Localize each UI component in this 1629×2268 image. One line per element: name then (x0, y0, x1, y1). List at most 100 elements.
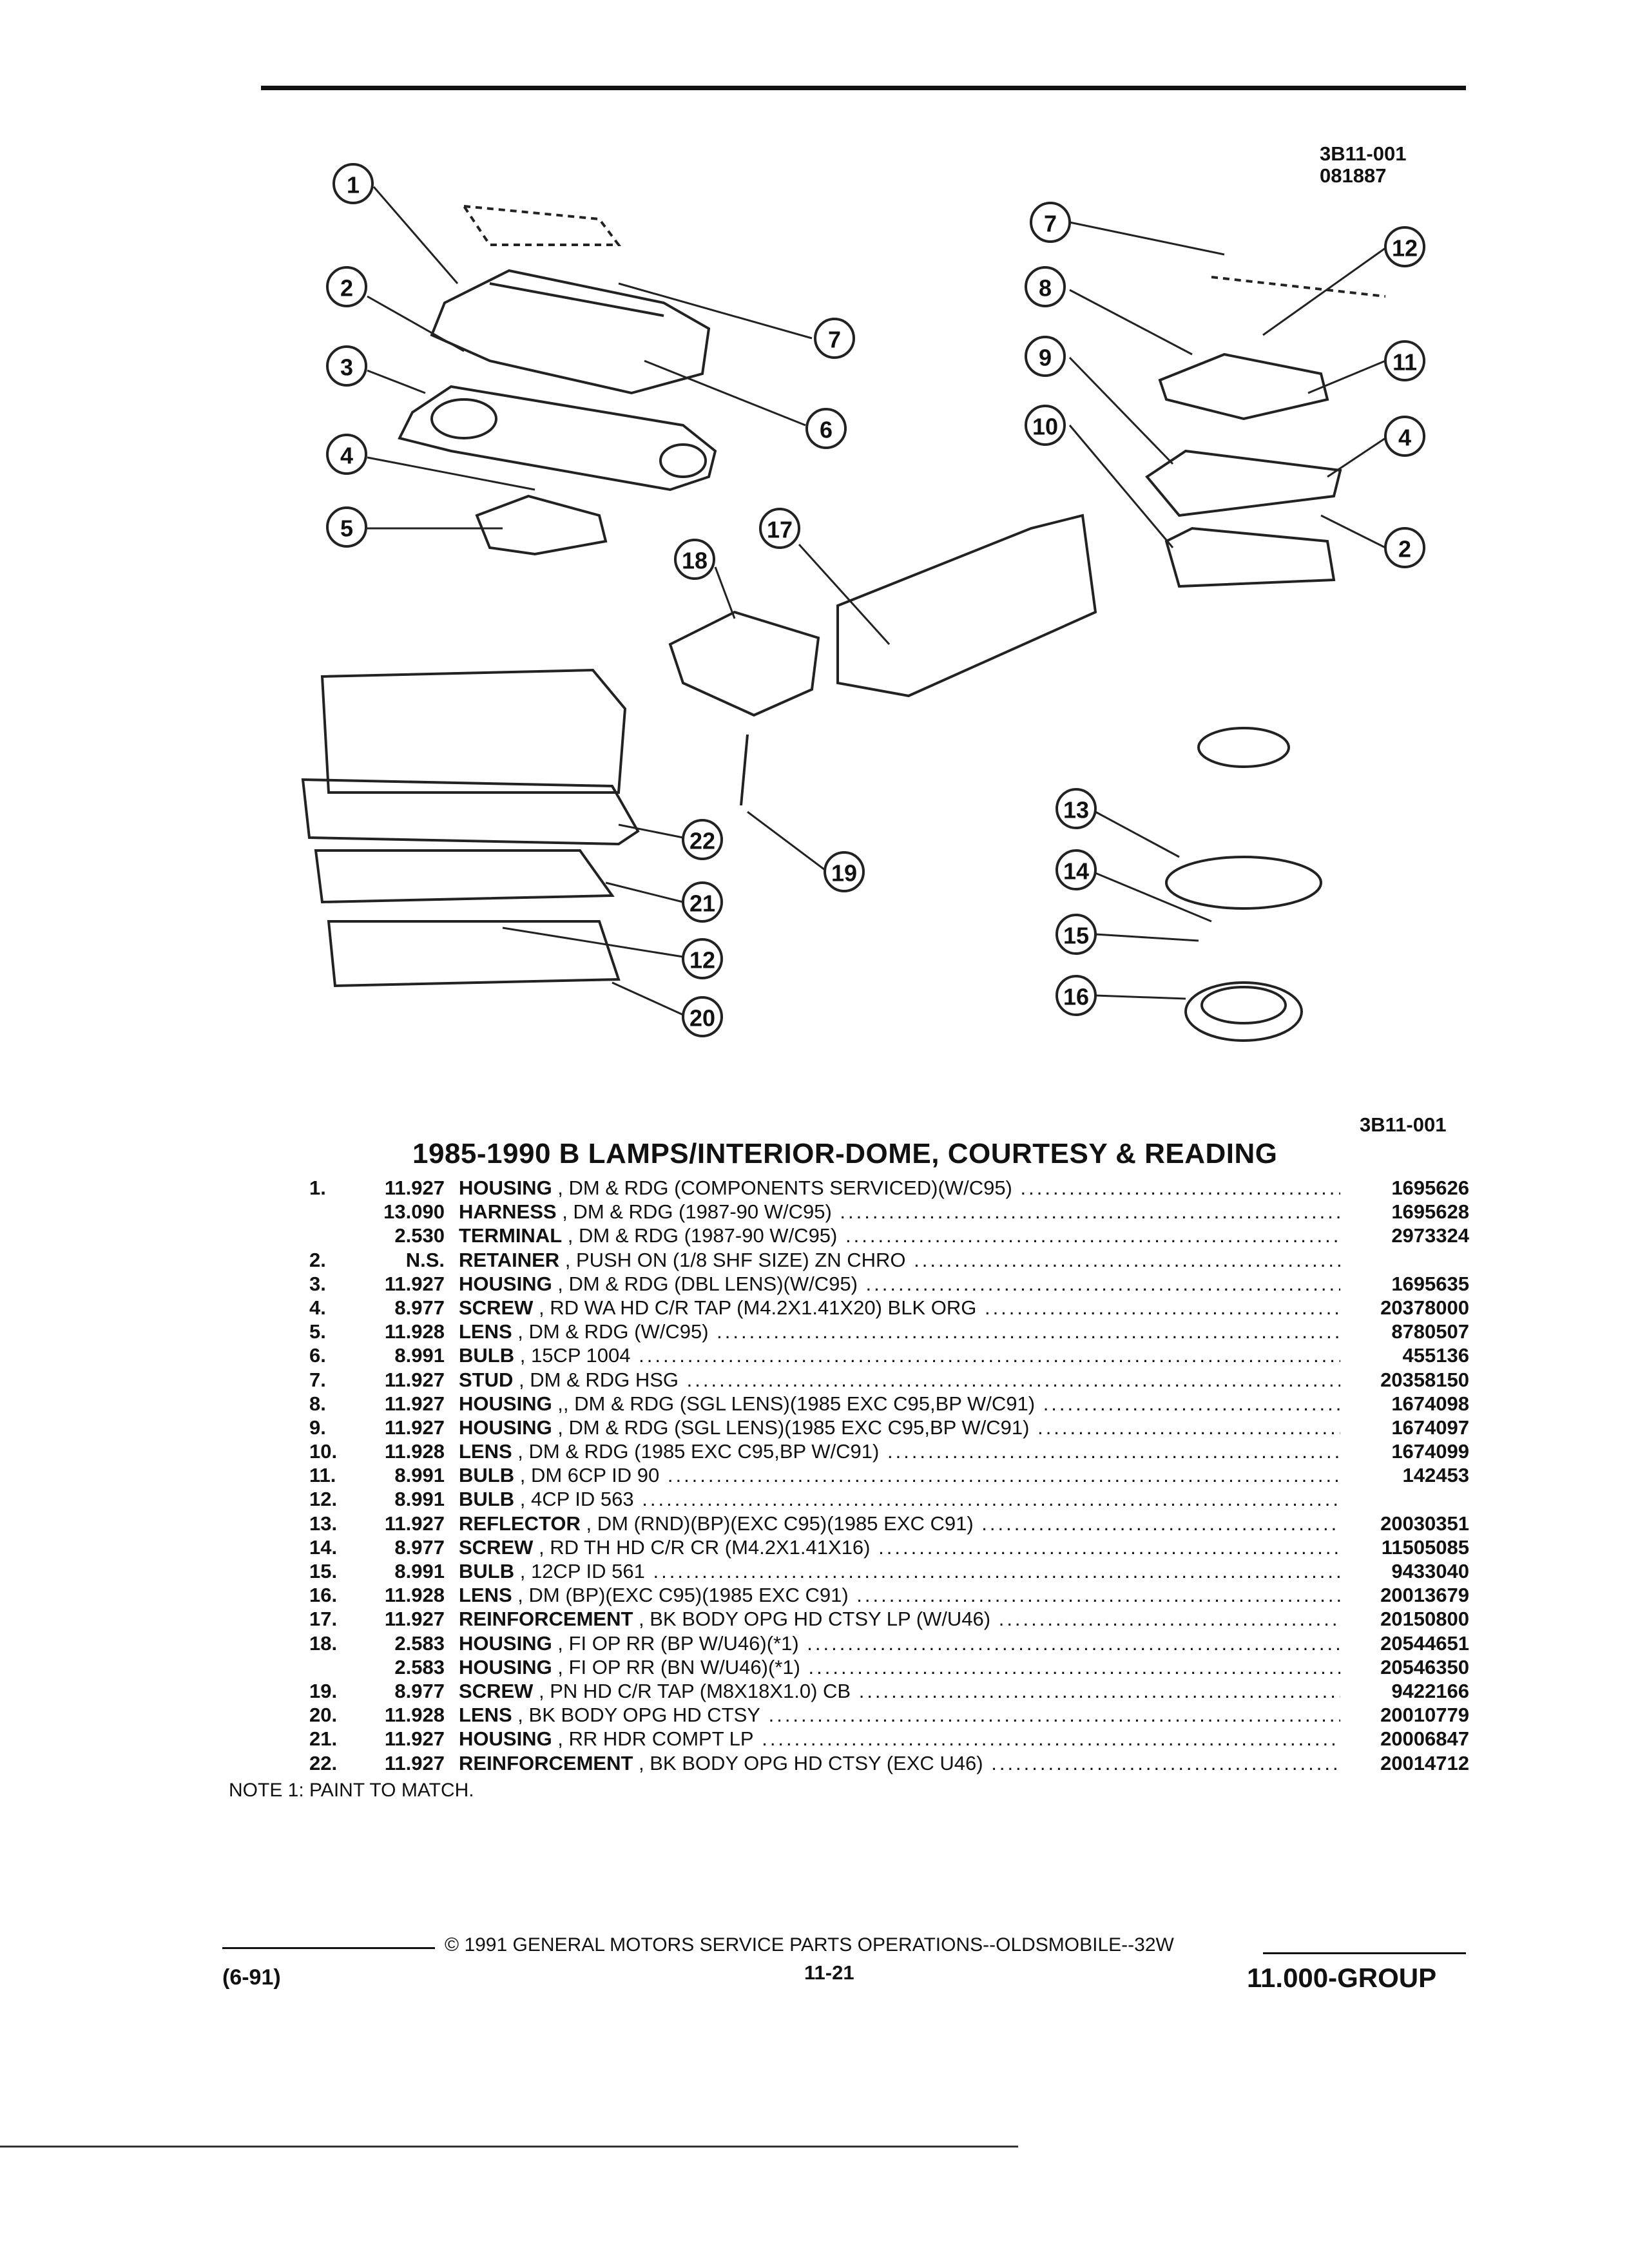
part-name: SCREW (459, 1535, 534, 1559)
part-name: TERMINAL (459, 1224, 563, 1247)
item-number: 5. (309, 1320, 326, 1343)
callout-11: 11 (1393, 349, 1417, 376)
part-description: REFLECTOR , DM (RND)(BP)(EXC C95)(1985 E… (459, 1512, 1340, 1535)
part-description: HOUSING ,, DM & RDG (SGL LENS)(1985 EXC … (459, 1392, 1340, 1416)
group-number: 11.927 (384, 1368, 445, 1391)
part-number: 20358150 (1380, 1368, 1469, 1391)
callout-14: 14 (1063, 858, 1089, 885)
item-number: 19. (309, 1679, 338, 1702)
part-number: 9433040 (1391, 1560, 1469, 1582)
lens-5-outline (475, 494, 608, 556)
parts-row: 13.090 HARNESS , DM & RDG (1987-90 W/C95)… (309, 1200, 1469, 1224)
leader-dots: ........................................… (858, 1679, 1340, 1702)
callout-21-circle (682, 881, 723, 923)
callout-12-circle (1384, 226, 1425, 267)
footer-date: (6-91) (222, 1965, 281, 1990)
footer-page-number: 11-21 (804, 1961, 854, 1984)
leader-dots: ........................................… (914, 1248, 1340, 1271)
item-number: 15. (309, 1560, 338, 1582)
part-description: LENS , DM & RDG (W/C95) ................… (459, 1320, 1340, 1343)
group-number: 11.927 (384, 1751, 445, 1774)
part-description: LENS , BK BODY OPG HD CTSY .............… (459, 1704, 1340, 1727)
sgl-lens-housing-9 (1145, 449, 1342, 517)
callout-7: 7 (828, 327, 841, 353)
part-name: HOUSING (459, 1727, 552, 1751)
part-number: 9422166 (1391, 1679, 1469, 1702)
callout-10-circle (1025, 405, 1066, 446)
leader-dots: ........................................… (984, 1296, 1340, 1319)
leader-dots: ........................................… (1037, 1416, 1340, 1439)
part-name: LENS (459, 1440, 512, 1463)
part-description: SCREW , RD WA HD C/R TAP (M4.2X1.41X20) … (459, 1296, 1340, 1320)
group-number: 11.928 (384, 1440, 445, 1463)
lens-20-outline (327, 920, 621, 988)
callout-6-circle (805, 408, 847, 449)
leader-dots: ........................................… (856, 1584, 1340, 1607)
callout-8: 8 (1039, 275, 1052, 302)
part-number: 1674098 (1391, 1392, 1469, 1415)
group-number: 13.090 (383, 1200, 445, 1224)
item-number: 9. (309, 1416, 326, 1439)
group-number: 11.927 (384, 1608, 445, 1631)
group-number: 8.991 (394, 1560, 445, 1582)
dome-housing-outline (430, 269, 711, 395)
parts-row: 2.N.S.RETAINER , PUSH ON (1/8 SHF SIZE) … (309, 1249, 1469, 1273)
figure-code-top: 3B11-001 081887 (1320, 143, 1406, 187)
part-description: BULB , DM 6CP ID 90 ....................… (459, 1464, 1340, 1487)
group-number: 8.977 (394, 1296, 445, 1319)
figure-code: 3B11-001 (1320, 142, 1407, 165)
callout-18-circle (674, 539, 715, 580)
exploded-parts-diagram: 1 2 3 4 5 6 7 7 8 9 10 12 11 4 2 17 18 1… (301, 163, 1425, 1042)
leader-dots: ........................................… (840, 1200, 1340, 1224)
callout-18: 18 (682, 548, 708, 574)
item-number: 22. (309, 1751, 338, 1774)
callout-20: 20 (689, 1005, 715, 1032)
footer-group: 11.000-GROUP (1247, 1963, 1437, 1993)
part-name: HOUSING (459, 1177, 552, 1199)
callout-11-circle (1384, 340, 1425, 381)
callout-22: 22 (689, 828, 715, 854)
callout-15: 15 (1063, 923, 1089, 949)
part-description: RETAINER , PUSH ON (1/8 SHF SIZE) ZN CHR… (459, 1249, 1340, 1272)
callout-16: 16 (1063, 984, 1089, 1010)
group-number: 11.928 (384, 1320, 445, 1343)
callout-9-circle (1025, 336, 1066, 377)
item-number: 16. (309, 1584, 338, 1607)
leader-dots: ........................................… (807, 1631, 1340, 1655)
bottom-rule (0, 2146, 1018, 2148)
item-number: 20. (309, 1704, 338, 1727)
part-number: 2973324 (1391, 1224, 1469, 1247)
figure-date-code: 081887 (1320, 164, 1387, 187)
rear-header-housing-outline (320, 668, 627, 794)
callout-3-circle (326, 345, 367, 387)
item-number: 10. (309, 1440, 338, 1463)
part-name: REFLECTOR (459, 1512, 581, 1535)
housing-18-outline (668, 610, 820, 717)
part-spec: , FI OP RR (BP W/U46)(*1) (552, 1631, 799, 1655)
reinforcement-17-outline (836, 514, 1097, 698)
leader-dots: ........................................… (717, 1320, 1340, 1343)
part-spec: , DM & RDG (W/C95) (512, 1320, 709, 1343)
footer-rule-right (1263, 1952, 1466, 1954)
item-number: 2. (309, 1248, 326, 1271)
part-description: TERMINAL , DM & RDG (1987-90 W/C95) ....… (459, 1224, 1340, 1247)
callout-12: 12 (1392, 235, 1418, 262)
part-spec: , DM 6CP ID 90 (514, 1464, 660, 1487)
callout-8-circle (1025, 266, 1066, 307)
callout-5-circle (326, 506, 367, 548)
part-description: HARNESS , DM & RDG (1987-90 W/C95) .....… (459, 1200, 1340, 1224)
group-number: 2.583 (394, 1631, 445, 1655)
part-number: 1695635 (1391, 1272, 1469, 1295)
group-number: 8.991 (394, 1344, 445, 1367)
